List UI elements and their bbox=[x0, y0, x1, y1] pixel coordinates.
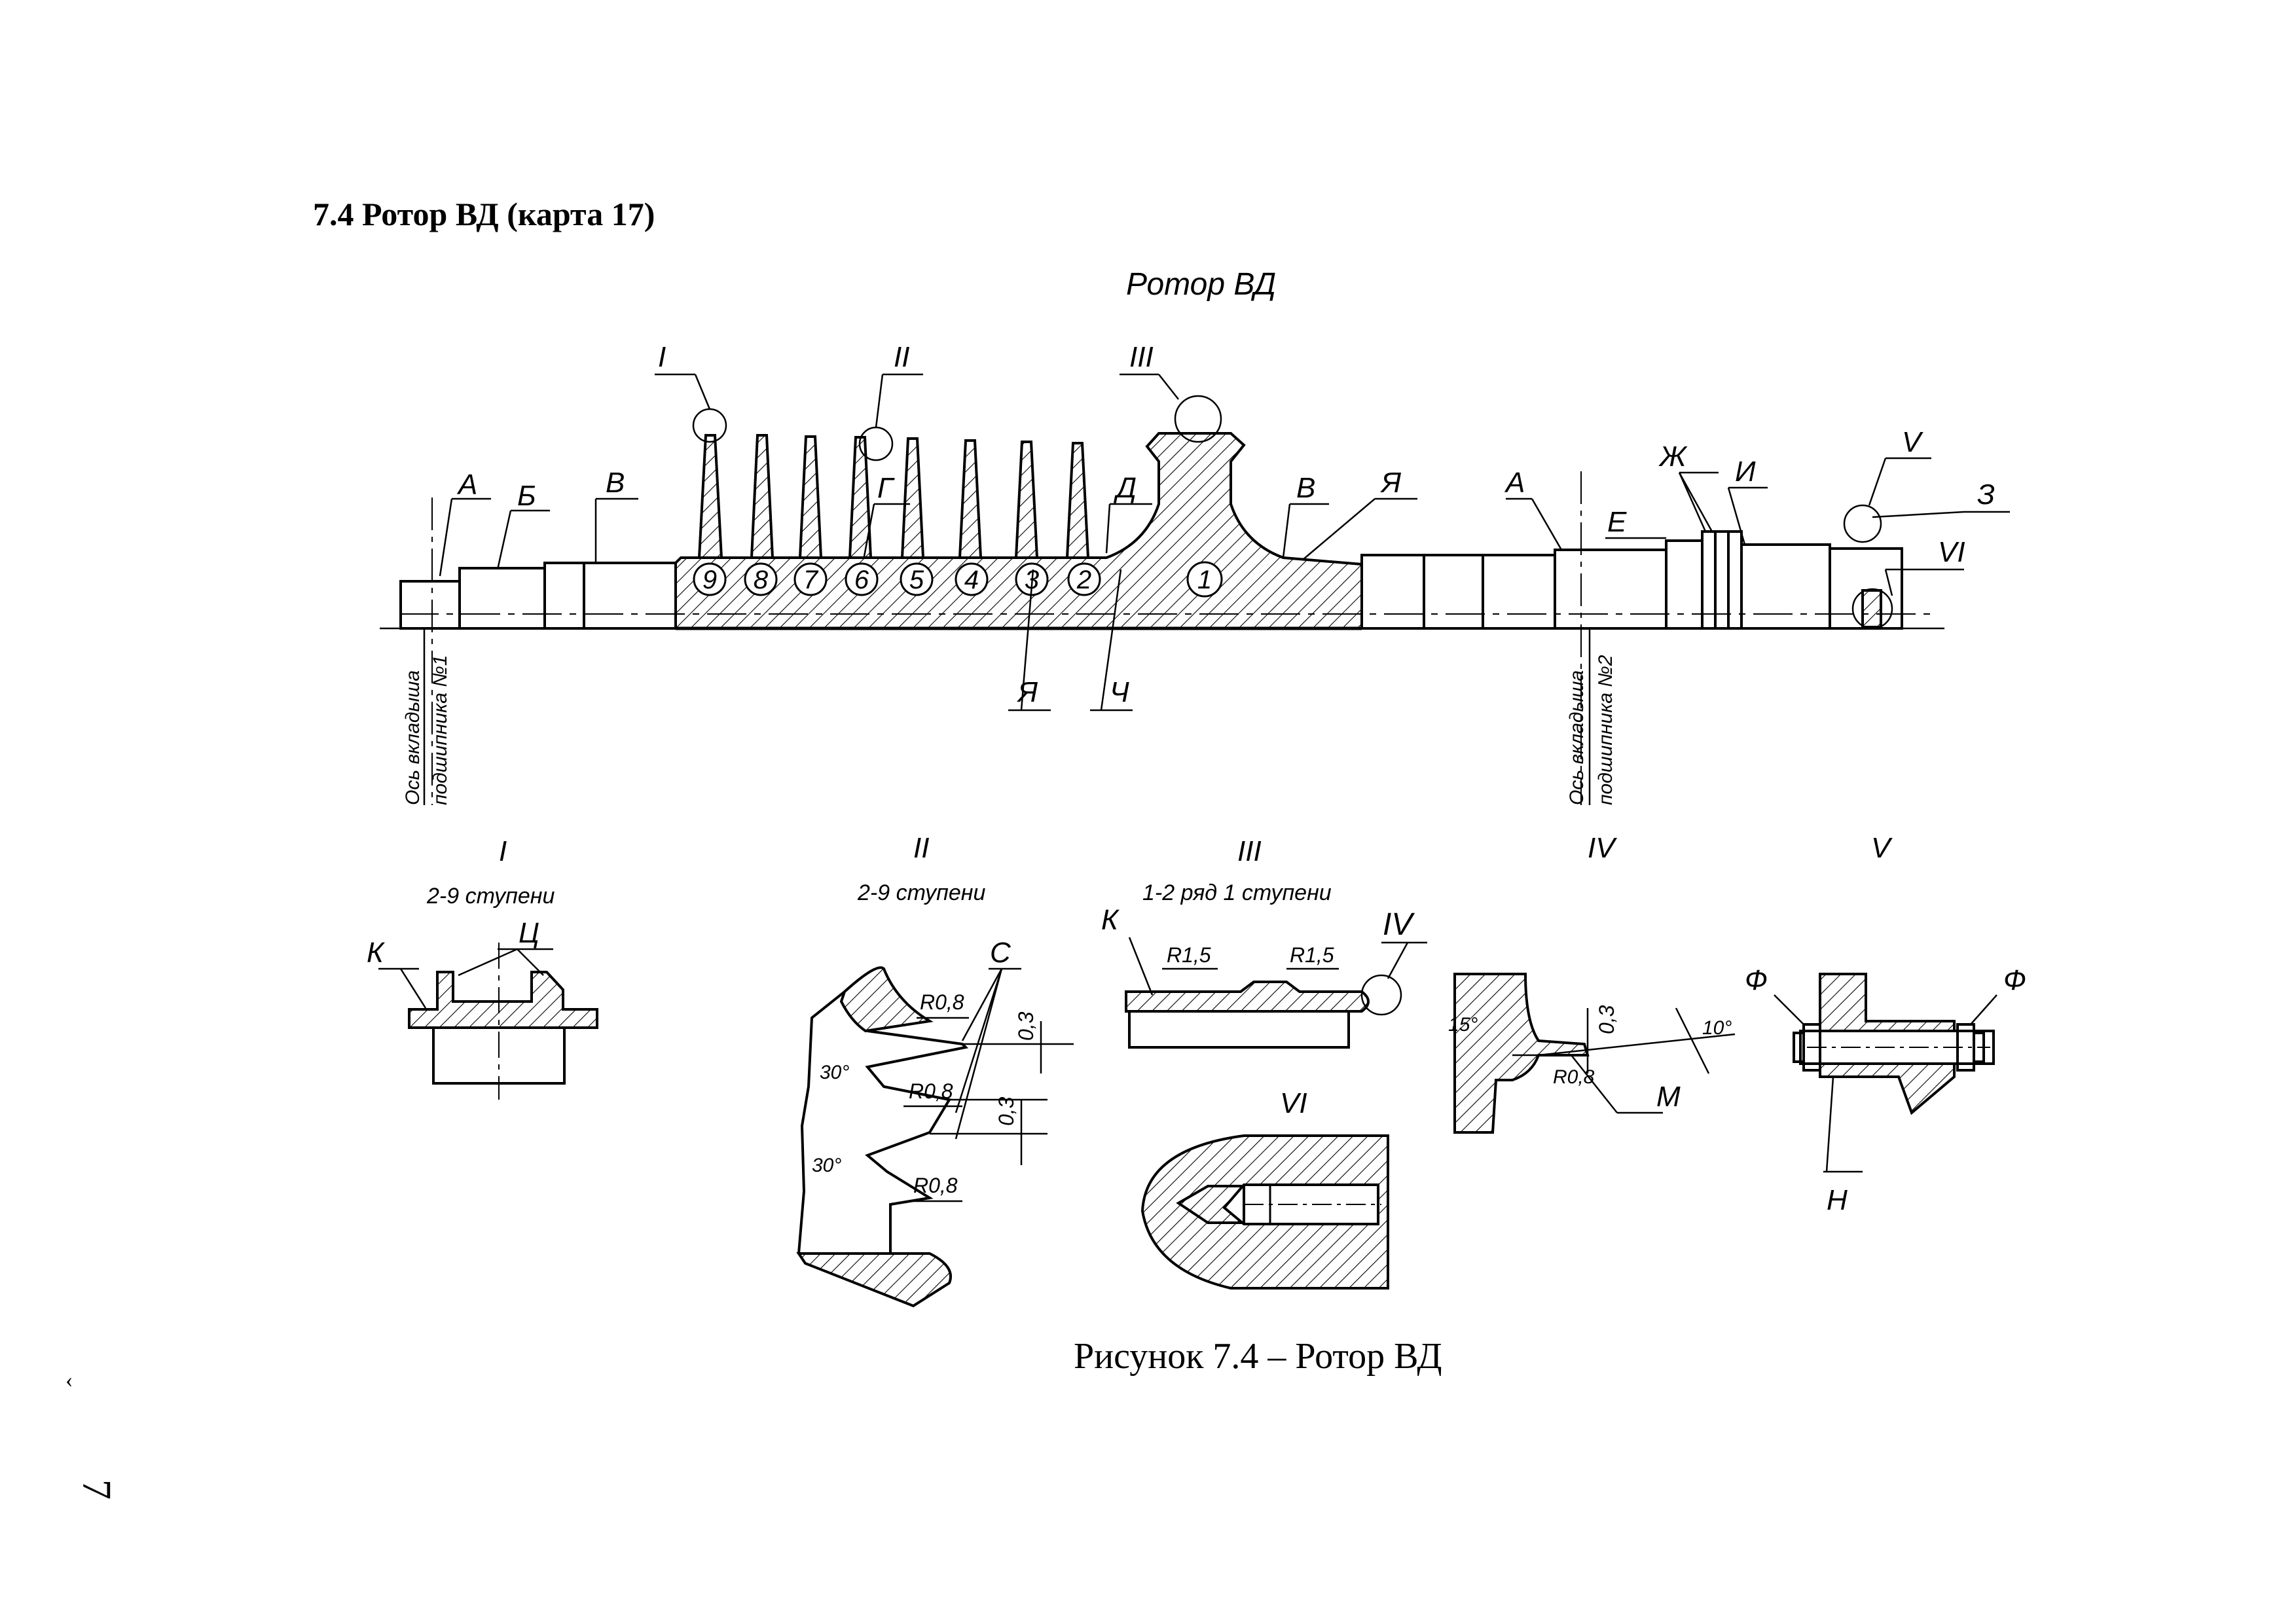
detail-III-ref-IV: IV bbox=[1383, 907, 1415, 942]
shaft-step-A2 bbox=[1554, 549, 1667, 630]
detail-VI-roman: VI bbox=[1280, 1087, 1307, 1119]
detail-II: II 2-9 ступени С R0,8 R0,8 R0,8 0,3 0,3 … bbox=[796, 832, 1074, 1308]
shaft-journal-1 bbox=[399, 580, 461, 630]
stage-4: 4 bbox=[964, 566, 979, 594]
detail-III-subtitle: 1-2 ряд 1 ступени bbox=[1142, 880, 1332, 905]
bearing-axis-1-line2: подшипника №1 bbox=[429, 655, 451, 805]
ref-V: V bbox=[1902, 426, 1923, 458]
leader-lines bbox=[439, 373, 2010, 712]
detail-III-K: К bbox=[1101, 904, 1120, 936]
detail-V-F2: Ф bbox=[2003, 964, 2026, 996]
label-Ya-top: Я bbox=[1380, 467, 1402, 499]
detail-circle-VI bbox=[1851, 588, 1893, 630]
stage-9: 9 bbox=[702, 566, 717, 594]
shaft-step-I bbox=[1740, 543, 1831, 630]
detail-IV-R: R0,8 bbox=[1553, 1066, 1595, 1088]
label-Ya-bottom: Я bbox=[1017, 676, 1038, 708]
detail-I-Ts: Ц bbox=[519, 917, 539, 949]
shaft-step-2 bbox=[543, 562, 585, 630]
detail-IV: IV 15° 0,3 10° R0,8 М bbox=[1448, 832, 1736, 1134]
detail-circle-V bbox=[1843, 504, 1882, 543]
detail-V-N: Н bbox=[1827, 1184, 1848, 1216]
label-B: Б bbox=[517, 480, 536, 512]
stage-1: 1 bbox=[1197, 566, 1212, 594]
shaft-step-4 bbox=[1360, 554, 1425, 630]
detail-II-subtitle: 2-9 ступени bbox=[857, 880, 985, 905]
detail-VI: VI bbox=[1140, 1087, 1389, 1290]
detail-II-a2: 30° bbox=[812, 1155, 841, 1176]
shaft-nut bbox=[1861, 589, 1882, 628]
detail-IV-d: 0,3 bbox=[1595, 1005, 1618, 1034]
stage-8: 8 bbox=[754, 566, 769, 594]
detail-I: I 2-9 ступени К Ц bbox=[367, 835, 598, 1100]
bearing-axis-2-line2: подшипника №2 bbox=[1595, 655, 1616, 805]
detail-V-F1: Ф bbox=[1745, 964, 1768, 996]
label-Z: З bbox=[1977, 478, 1995, 511]
detail-V: V Ф Ф Н bbox=[1745, 832, 2026, 1216]
label-I: И bbox=[1735, 456, 1756, 488]
shaft-step-3 bbox=[583, 562, 677, 630]
stage-5: 5 bbox=[909, 566, 924, 594]
detail-III: III 1-2 ряд 1 ступени К R1,5 R1,5 IV bbox=[1101, 835, 1427, 1049]
detail-II-C: С bbox=[990, 937, 1011, 969]
bearing-axis-2: Ось вкладыша подшипника №2 bbox=[1566, 471, 1616, 805]
shaft-step-5 bbox=[1423, 554, 1484, 630]
disc-stages bbox=[697, 434, 1090, 559]
stage-6: 6 bbox=[854, 566, 869, 594]
ref-I: I bbox=[658, 341, 666, 373]
ref-II: II bbox=[894, 341, 909, 373]
stage-2: 2 bbox=[1076, 566, 1091, 594]
bearing-axis-1: Ось вкладыша подшипника №1 bbox=[402, 497, 451, 805]
label-Ch: Ч bbox=[1110, 676, 1129, 708]
label-V1: В bbox=[606, 467, 625, 499]
detail-II-roman: II bbox=[913, 832, 929, 864]
detail-I-subtitle: 2-9 ступени bbox=[426, 884, 555, 909]
bearing-axis-2-line1: Ось вкладыша bbox=[1566, 670, 1588, 805]
detail-IV-M: М bbox=[1656, 1081, 1681, 1113]
detail-I-K: К bbox=[367, 937, 385, 969]
detail-III-roman: III bbox=[1237, 835, 1262, 867]
detail-I-roman: I bbox=[499, 835, 507, 867]
detail-II-R3: R0,8 bbox=[913, 1174, 958, 1197]
main-view-title: Ротор ВД bbox=[1126, 267, 1276, 302]
ref-VI: VI bbox=[1938, 536, 1965, 568]
detail-II-R2: R0,8 bbox=[909, 1079, 953, 1103]
ref-III: III bbox=[1129, 341, 1154, 373]
margin-mark: ‹ bbox=[65, 1368, 73, 1392]
detail-III-R2: R1,5 bbox=[1290, 943, 1334, 967]
label-Zh: Ж bbox=[1658, 441, 1688, 473]
detail-II-d2: 0,3 bbox=[994, 1096, 1018, 1126]
bearing-axis-1-line1: Ось вкладыша bbox=[402, 670, 424, 805]
detail-IV-a1: 15° bbox=[1448, 1014, 1478, 1036]
detail-III-R1: R1,5 bbox=[1167, 943, 1211, 967]
shaft-step-6 bbox=[1482, 554, 1556, 630]
label-D: Д bbox=[1113, 472, 1137, 504]
label-G: Г bbox=[877, 472, 895, 504]
label-E: Е bbox=[1607, 506, 1627, 538]
detail-V-roman: V bbox=[1871, 832, 1893, 864]
page-number: 7 bbox=[74, 1479, 118, 1500]
shaft-step-E bbox=[1665, 539, 1704, 630]
label-A1: А bbox=[456, 469, 477, 501]
main-view: Ротор ВД bbox=[380, 267, 2010, 805]
detail-II-d1: 0,3 bbox=[1014, 1011, 1038, 1041]
detail-II-R1: R0,8 bbox=[920, 990, 964, 1014]
stage-7: 7 bbox=[803, 566, 819, 594]
detail-circle-III bbox=[1174, 395, 1222, 443]
page-heading: 7.4 Ротор ВД (карта 17) bbox=[313, 196, 655, 232]
detail-IV-a2: 10° bbox=[1702, 1017, 1732, 1039]
label-V2: В bbox=[1296, 472, 1315, 504]
detail-II-a1: 30° bbox=[820, 1062, 849, 1083]
shaft-step-B bbox=[458, 567, 546, 630]
figure-caption: Рисунок 7.4 – Ротор ВД bbox=[1074, 1336, 1442, 1377]
label-A2: А bbox=[1504, 467, 1525, 499]
detail-IV-roman: IV bbox=[1588, 832, 1617, 864]
